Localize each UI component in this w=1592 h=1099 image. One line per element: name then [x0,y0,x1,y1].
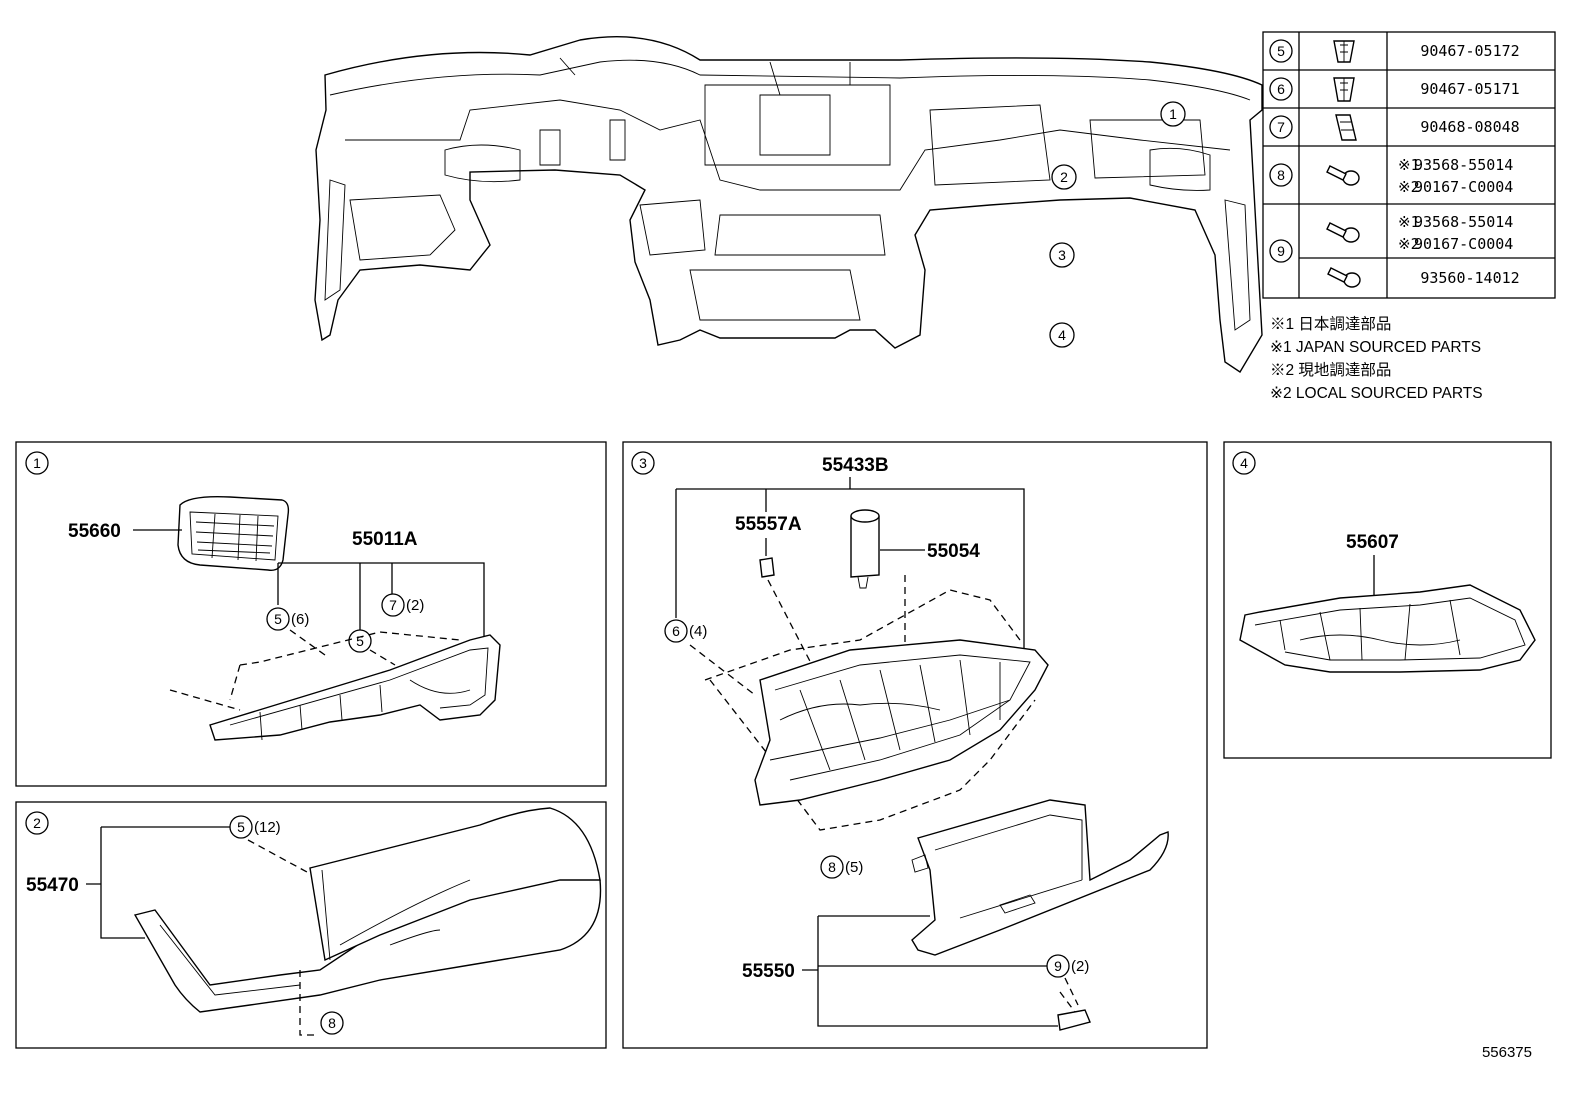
svg-text:90468-08048: 90468-08048 [1420,118,1519,136]
svg-text:※2: ※2 [1398,178,1420,196]
svg-text:90167-C0004: 90167-C0004 [1414,178,1513,196]
svg-text:3: 3 [639,455,647,471]
svg-text:7: 7 [1277,119,1285,135]
panel-2: 2 55470 5 (12) 8 [15,801,607,1049]
svg-text:2: 2 [1060,169,1068,185]
quantity-label: (2) [406,597,424,614]
air-vent-part [177,495,290,571]
callout-5: 5 [266,607,290,631]
note-japan-en: ※1 JAPAN SOURCED PARTS [1270,339,1481,356]
quantity-label: (2) [1071,958,1089,975]
glove-box-door-part [911,799,1169,956]
svg-text:93568-55014: 93568-55014 [1414,213,1513,231]
callout-1-top: 1 [1160,101,1186,127]
callout-8: 8 [320,1011,344,1035]
panel-3: 3 55433B 55557A 55054 6 (4) [622,441,1208,1049]
clip-icon [1335,114,1357,141]
latch-part [759,557,775,578]
svg-text:5: 5 [237,819,245,835]
part-number-55607: 55607 [1346,532,1399,553]
svg-text:9: 9 [1054,958,1062,974]
svg-text:6: 6 [1277,81,1285,97]
quantity-label: (4) [689,623,707,640]
svg-text:1: 1 [33,455,41,471]
clip-icon [1333,77,1355,102]
part-number-55470: 55470 [26,875,79,896]
undercover-part [1239,584,1536,673]
callout-6: 6 [664,619,688,643]
part-number-55550: 55550 [742,961,795,982]
garnish-trim-part [209,634,501,741]
callout-9: 9 [1046,954,1070,978]
stopper-part [1057,1009,1091,1031]
svg-text:4: 4 [1058,327,1066,343]
svg-text:93568-55014: 93568-55014 [1414,156,1513,174]
part-number-55011a: 55011A [352,529,418,550]
table-row: 8 ※1 93568-55014 ※2 90167-C0004 [1269,156,1513,196]
svg-text:5: 5 [356,633,364,649]
svg-text:8: 8 [328,1015,336,1031]
callout-4-top: 4 [1049,322,1075,348]
part-number-55660: 55660 [68,521,121,542]
dashboard-assembly [314,36,1263,373]
svg-text:90467-05171: 90467-05171 [1420,80,1519,98]
svg-text:※2: ※2 [1398,235,1420,253]
screw-icon [1326,165,1360,186]
note-local-jp: ※2 現地調達部品 [1270,361,1391,379]
svg-text:90467-05172: 90467-05172 [1420,42,1519,60]
panel-1: 1 55660 55011A 5 (6) 7 (2) 5 [15,441,607,787]
clip-icon [1333,40,1355,63]
svg-text:※1: ※1 [1398,156,1420,174]
svg-text:1: 1 [1169,106,1177,122]
svg-text:2: 2 [33,815,41,831]
table-row: 6 90467-05171 [1269,77,1520,102]
svg-text:6: 6 [672,623,680,639]
note-japan-jp: ※1 日本調達部品 [1270,315,1391,333]
svg-text:3: 3 [1058,247,1066,263]
svg-text:4: 4 [1240,455,1248,471]
callout-5: 5 [348,629,372,653]
glove-box-frame-part [754,639,1049,806]
callout-8: 8 [820,855,844,879]
part-number-55557a: 55557A [735,514,802,535]
damper-part [850,509,880,589]
screw-icon [1327,267,1361,288]
svg-text:※1: ※1 [1398,213,1420,231]
svg-text:7: 7 [389,597,397,613]
fastener-table: 5 90467-05172 6 90467-05171 7 [1262,31,1556,299]
svg-text:8: 8 [828,859,836,875]
callout-7: 7 [381,593,405,617]
part-number-55433b: 55433B [822,455,889,476]
quantity-label: (12) [254,819,281,836]
panel-4: 4 55607 [1223,441,1552,759]
quantity-label: (5) [845,859,863,876]
callout-2-top: 2 [1051,164,1077,190]
svg-text:5: 5 [274,611,282,627]
table-row: 5 90467-05172 [1269,39,1520,63]
quantity-label: (6) [291,611,309,628]
svg-text:93560-14012: 93560-14012 [1420,269,1519,287]
svg-text:90167-C0004: 90167-C0004 [1414,235,1513,253]
callout-3-top: 3 [1049,242,1075,268]
table-row: 7 90468-08048 [1269,114,1520,141]
diagram-id: 556375 [1482,1044,1532,1061]
svg-text:8: 8 [1277,167,1285,183]
svg-text:5: 5 [1277,43,1285,59]
part-number-55054: 55054 [927,541,980,562]
note-local-en: ※2 LOCAL SOURCED PARTS [1270,385,1483,402]
sourcing-notes: ※1 日本調達部品 ※1 JAPAN SOURCED PARTS ※2 現地調達… [1270,315,1483,402]
callout-5: 5 [229,815,253,839]
lower-pad-part [133,807,602,1013]
svg-text:9: 9 [1277,243,1285,259]
screw-icon [1326,222,1360,243]
table-row: 9 ※1 93568-55014 ※2 90167-C0004 93560-14… [1269,213,1520,288]
